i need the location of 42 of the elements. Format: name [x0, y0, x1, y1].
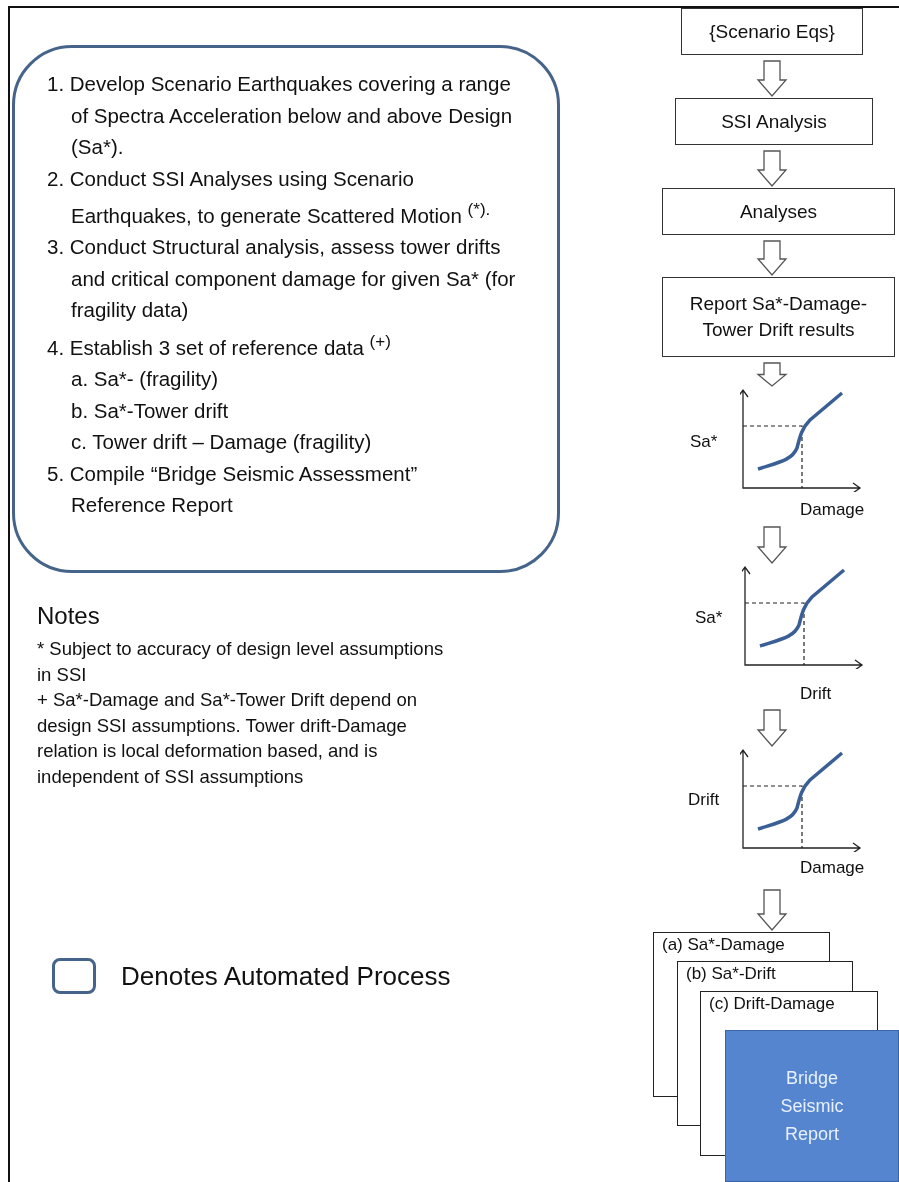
block-arrow	[756, 362, 788, 387]
stacked-page	[700, 991, 878, 1030]
box-label: Report Sa*-Damage-Tower Drift results	[688, 292, 869, 342]
axis-label: Drift	[688, 790, 720, 810]
note-text: + Sa*-Damage and Sa*-Tower Drift depend on design SSI assumptions. Tower drift-Damage relation is local deformation based, and is independent of SSI assumptions	[37, 688, 418, 789]
box-label: Analyses	[739, 199, 818, 224]
rounded-process-box	[12, 45, 560, 573]
axis-label: Sa*	[690, 432, 718, 452]
notes-heading: Notes	[37, 602, 101, 630]
process-box	[675, 98, 873, 145]
axis-label: Damage	[800, 858, 865, 878]
axis-label: Drift	[800, 684, 832, 704]
axis-label: Damage	[800, 500, 865, 520]
block-arrow	[756, 526, 788, 564]
page-title: (c) Drift-Damage	[709, 994, 835, 1013]
list-item: b. Sa*-Tower drift	[70, 397, 230, 424]
process-box	[662, 277, 895, 357]
list-item: 2. Conduct SSI Analyses using Scenario Earthquakes, to generate Scattered Motion $^{(*).}$	[46, 165, 492, 229]
stacked-page	[677, 961, 853, 991]
list-item: c. Tower drift – Damage (fragility)	[70, 429, 373, 456]
block-arrow	[756, 240, 788, 276]
stacked-page	[653, 932, 830, 961]
list-item: 1. Develop Scenario Earthquakes covering a range of Spectra Acceleration below and above Design (Sa*).	[46, 71, 514, 160]
process-box	[681, 8, 863, 55]
note-text: * Subject to accuracy of design level assumptions in SSI	[37, 637, 445, 687]
list-item: 4. Establish 3 set of reference data $^{(+)}$	[46, 330, 392, 361]
block-arrow	[756, 889, 788, 931]
page-title: (a) Sa*-Damage	[662, 935, 785, 954]
report-page	[725, 1030, 899, 1182]
block-arrow	[756, 60, 788, 97]
block-arrow	[756, 150, 788, 187]
axis-label: Sa*	[695, 608, 723, 628]
process-box	[662, 188, 895, 235]
legend-text: Denotes Automated Process	[121, 960, 451, 992]
list-item: 5. Compile “Bridge Seismic Assessment” Reference Report	[46, 460, 419, 519]
report-title: Bridge Seismic Report	[779, 1067, 845, 1146]
box-label: SSI Analysis	[721, 109, 827, 134]
block-arrow	[756, 709, 788, 747]
list-item: 3. Conduct Structural analysis, assess tower drifts and critical component damage for given Sa* (for fragility data)	[46, 234, 517, 324]
list-item: a. Sa*- (fragility)	[70, 366, 219, 393]
page-title: (b) Sa*-Drift	[686, 964, 776, 983]
box-label: {Scenario Eqs}	[709, 19, 835, 44]
